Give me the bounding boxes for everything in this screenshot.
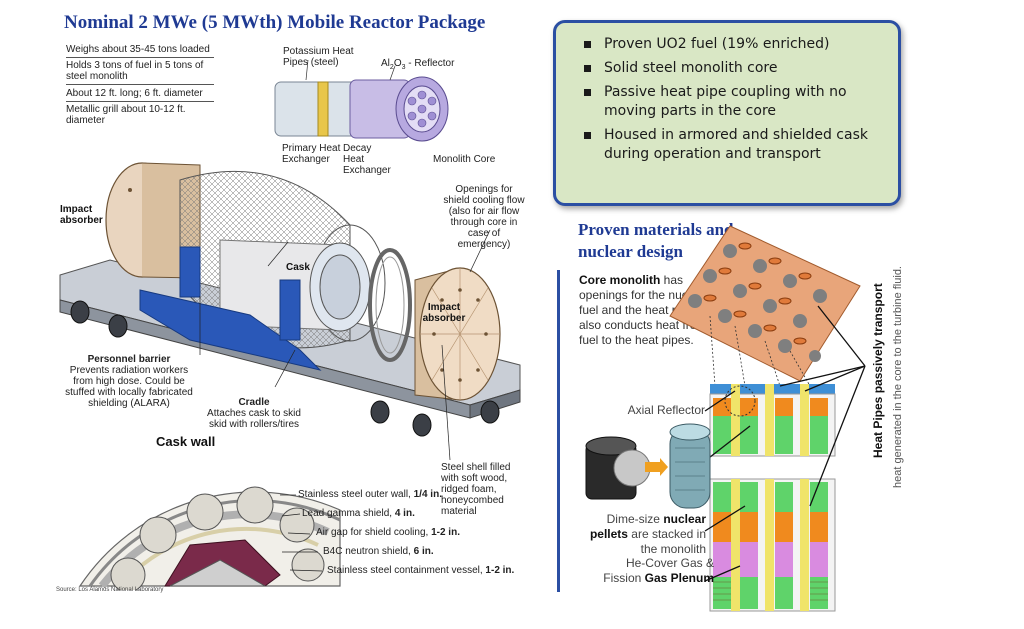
cradle-desc: Attaches cask to skid skid with rollers/… [207,408,301,430]
personnel-barrier-desc: Prevents radiation workers from high dos… [65,365,193,409]
page-title: Nominal 2 MWe (5 MWth) Mobile Reactor Pa… [64,12,486,33]
steel-shell-label: Steel shell filled with soft wood, ridge… [441,462,511,517]
primary-hx-label: Primary Heat Exchanger [282,143,341,165]
feature-bullet: Proven UO2 fuel (19% enriched) [584,35,898,54]
spec-dimensions: About 12 ft. long; 6 ft. diameter [66,88,214,102]
heat-pipes-vertical-label: Heat Pipes passively transport [871,283,885,458]
nuclear-pellets-label: Dime-size nuclear pellets are stacked in… [589,512,706,556]
axial-reflector-label: Axial Reflector [627,403,705,417]
section-divider [557,270,560,592]
reactor-illustration [59,59,521,590]
feature-bullet: Passive heat pipe coupling with no movin… [584,83,898,121]
monolith-illustration [585,225,866,612]
feature-bullet: Solid steel monolith core [584,59,898,78]
cask-wall-layer: B4C neutron shield, 6 in. [323,546,434,557]
cask-wall-layer: Air gap for shield cooling, 1-2 in. [316,527,460,538]
cask-wall-title: Cask wall [156,434,216,449]
shield-openings-label: Openings for shield cooling flow (also f… [443,184,525,250]
cask-wall-section [78,486,341,590]
decay-hx-label: Decay Heat Exchanger [343,143,391,176]
personnel-barrier-title: Personnel barrier [87,354,171,365]
spec-grill: Metallic grill about 10-12 ft. diameter [66,104,186,126]
features-box: Proven UO2 fuel (19% enriched) Solid ste… [553,20,901,206]
cradle-title: Cradle [238,397,270,408]
heat-pipe-assembly [274,59,449,142]
heat-pipes-vertical-desc: heat generated in the core to the turbin… [892,266,904,488]
spec-fuel: Holds 3 tons of fuel in 5 tons of steel … [66,60,214,85]
monolith-core-label: Monolith Core [433,154,496,165]
heat-pipes-label: Potassium Heat Pipes (steel) [283,46,354,68]
cask-wall-layer: Stainless steel containment vessel, 1-2 … [327,565,515,576]
proven-heading: Proven materials and nuclear design [578,220,734,261]
reflector-label: Al2O3 - Reflector [381,58,455,71]
cradle-block: Cradle Attaches cask to skid skid with r… [202,397,306,430]
cask-label: Cask [286,262,310,273]
personnel-barrier-block: Personnel barrier Prevents radiation wor… [64,354,194,409]
gas-plenum-label: He-Cover Gas &Fission Gas Plenum [603,556,714,585]
source-credit: Source: Los Alamos National Laboratory [56,587,164,593]
impact-absorber-left-label: Impact absorber [60,204,103,226]
impact-absorber-right-label: Impact absorber [422,302,466,324]
cask-wall-layer: Stainless steel outer wall, 1/4 in. [298,489,442,500]
spec-weight: Weighs about 35-45 tons loaded [66,44,214,58]
feature-bullet: Housed in armored and shielded cask duri… [584,126,898,164]
cask-wall-layer: Lead gamma shield, 4 in. [302,508,415,519]
